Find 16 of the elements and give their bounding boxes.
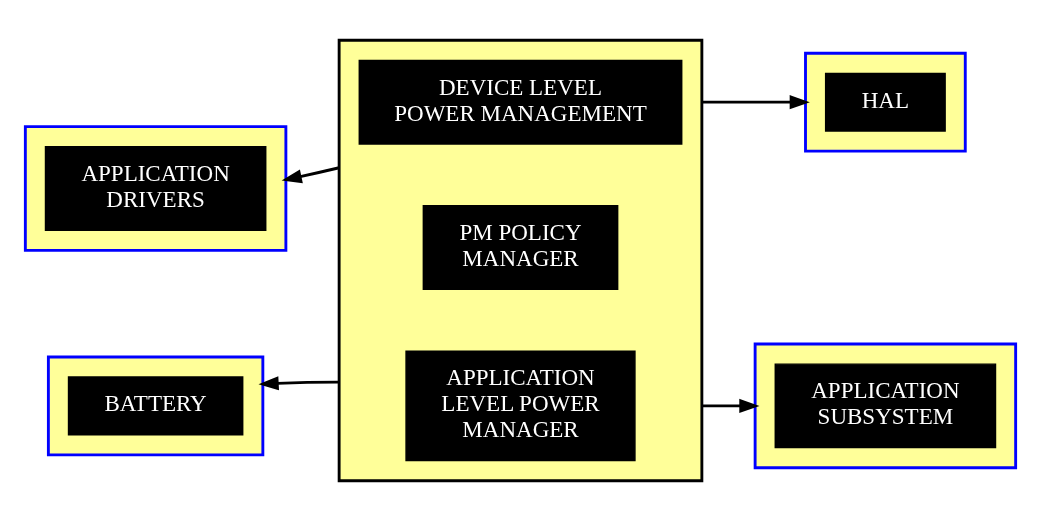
arrow [701,398,760,413]
arrow [281,166,340,184]
cluster [46,355,265,457]
node-box: PM POLICY MANAGER [422,205,619,290]
cluster [804,51,967,153]
node-box: HAL [824,72,946,132]
node-box: DEVICE LEVEL POWER MANAGEMENT [358,59,683,145]
node-box: BATTERY [67,376,244,436]
cluster [337,38,704,483]
arrow [701,95,810,110]
node-box: APPLICATION SUBSYSTEM [774,363,997,449]
cluster [23,125,288,252]
node-box: APPLICATION DRIVERS [44,146,267,231]
node-box: APPLICATION LEVEL POWER MANAGER [405,350,636,462]
arrow [258,376,340,391]
cluster [753,342,1018,470]
